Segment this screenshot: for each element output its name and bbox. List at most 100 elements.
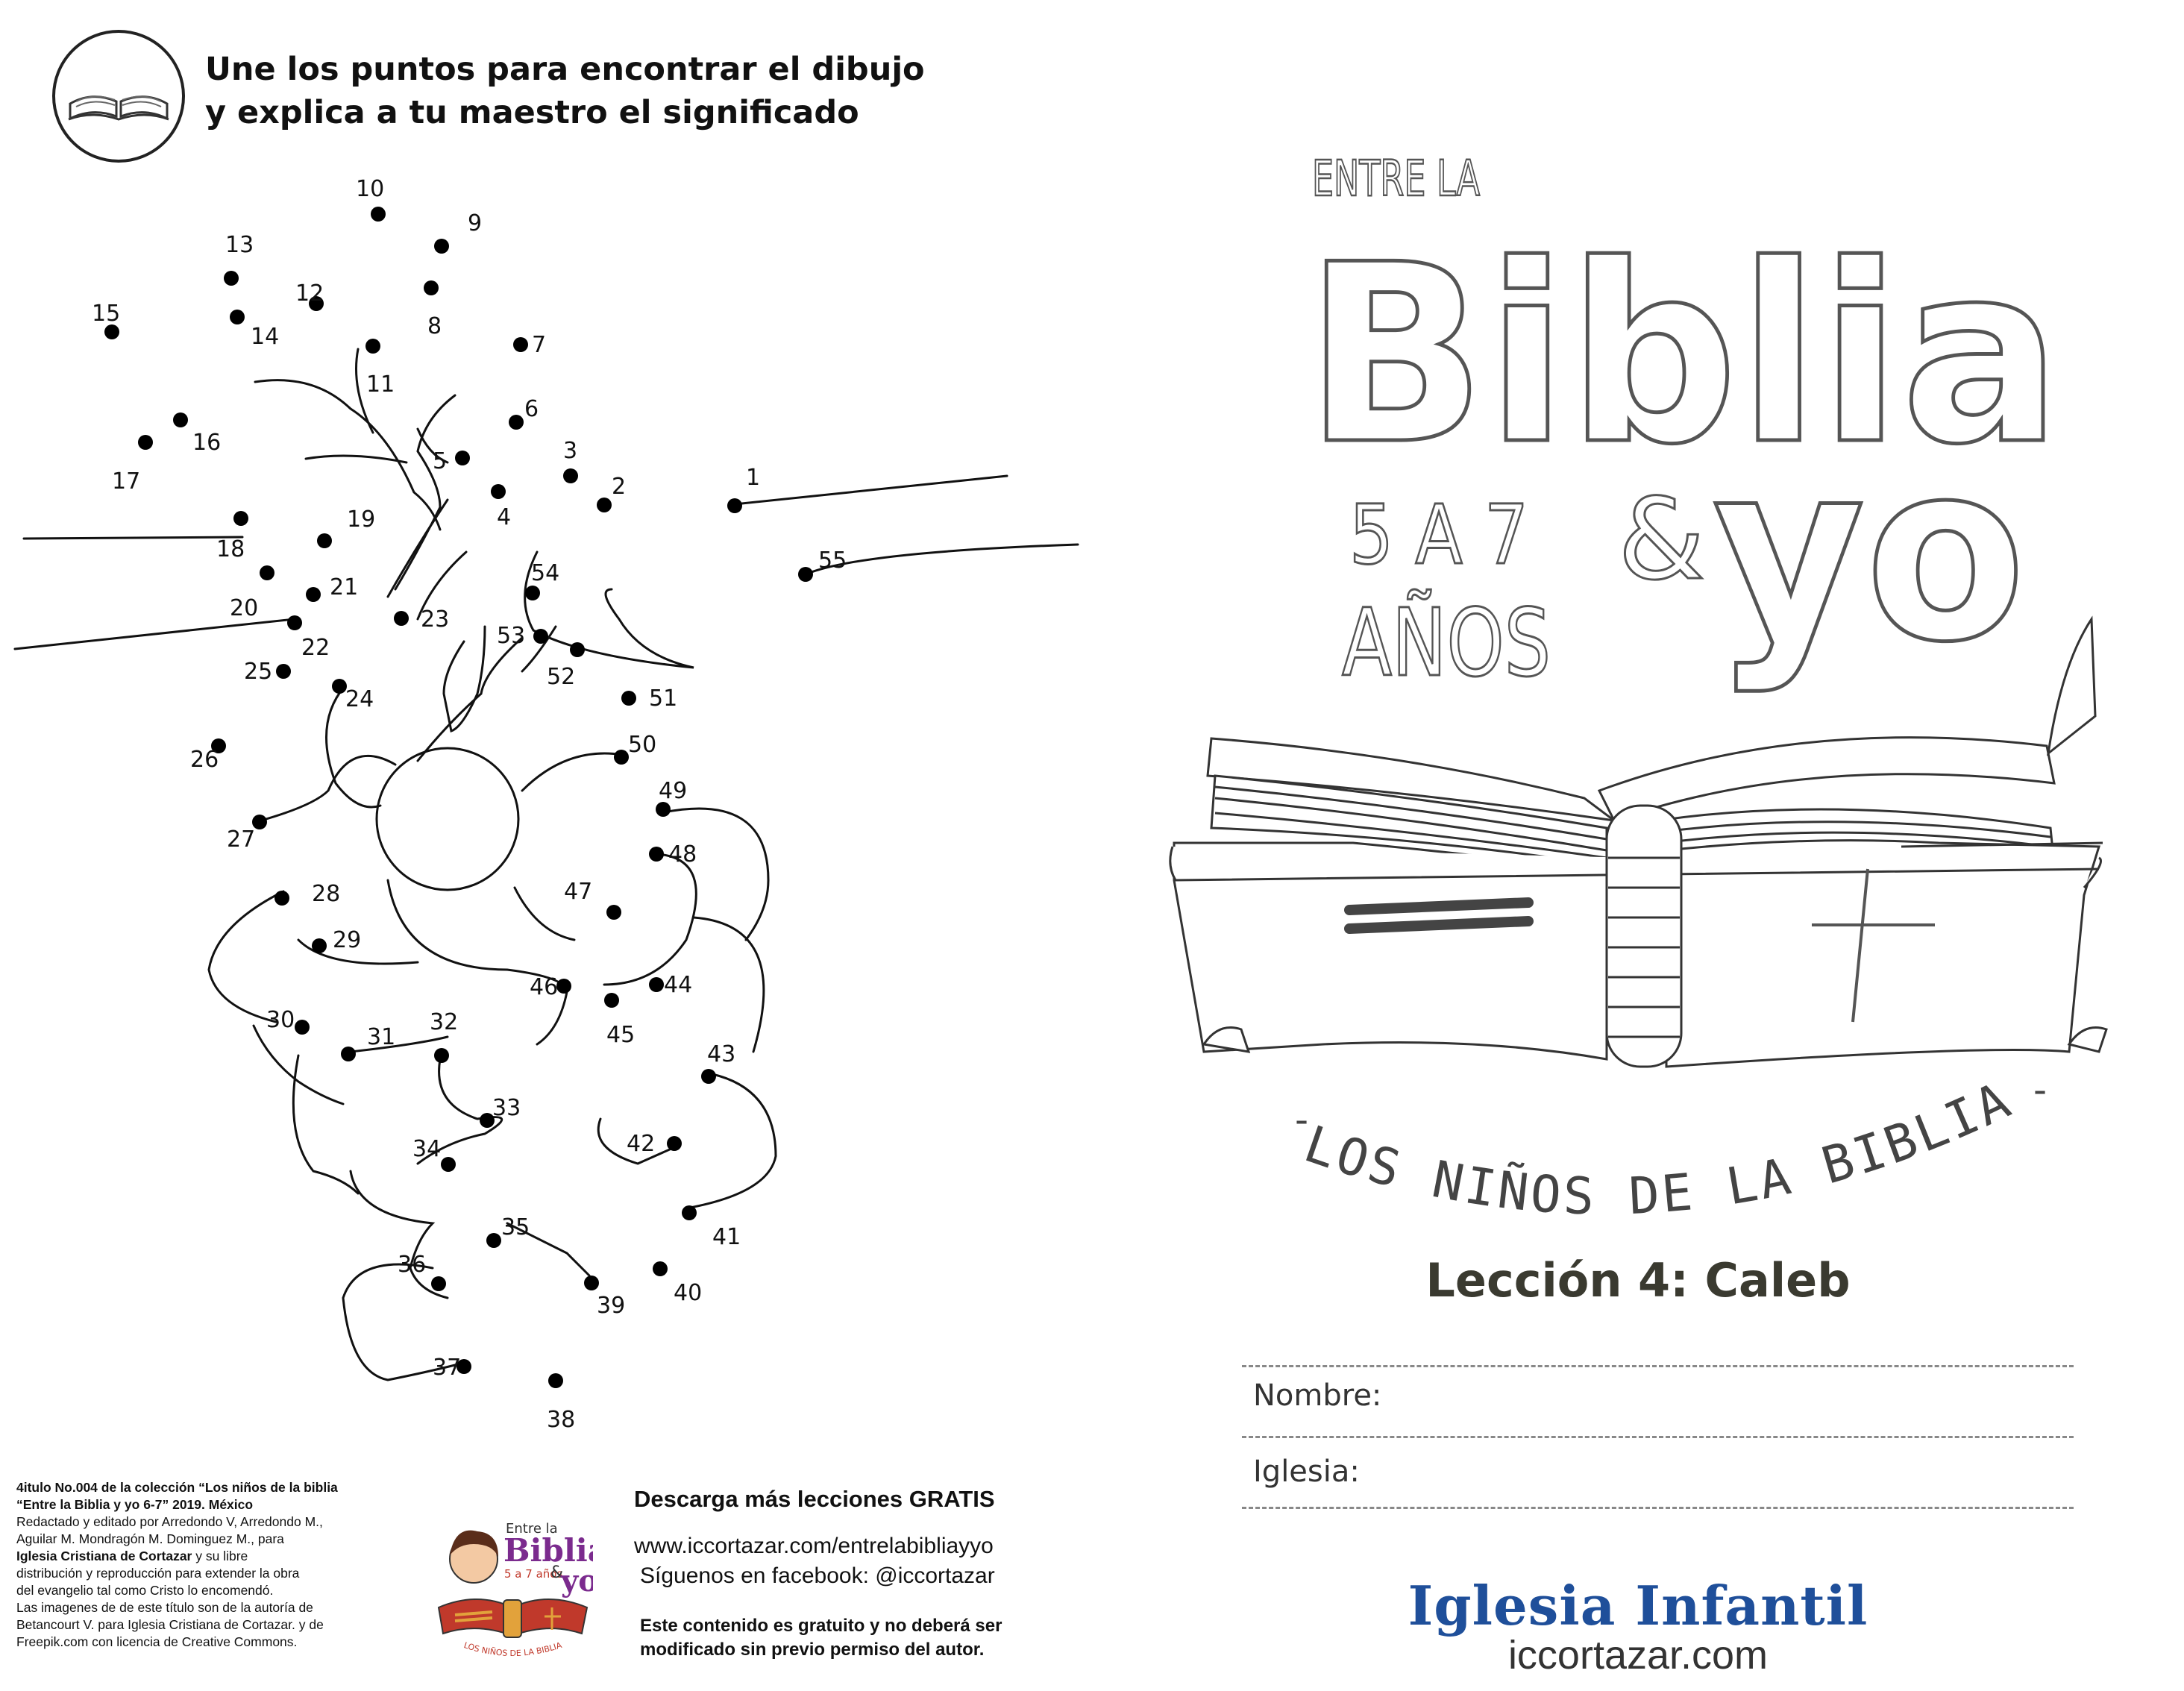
- form-divider-top: [1242, 1365, 2074, 1367]
- dot-marker: [173, 412, 188, 427]
- dot-marker: [667, 1136, 682, 1151]
- dot-marker: [509, 415, 524, 430]
- form-divider-middle: [1242, 1436, 2074, 1438]
- dot-marker: [486, 1233, 501, 1248]
- mini-logo-word1: Biblia: [503, 1532, 593, 1569]
- dot-17: 17: [112, 435, 153, 495]
- dot-marker: [597, 498, 612, 512]
- mini-logo-ribbon: LOS NIÑOS DE LA BIBLIA: [462, 1640, 563, 1658]
- logo-word-yo: yo: [1713, 410, 2026, 696]
- download-url[interactable]: www.iccortazar.com/entrelabibliayyo: [634, 1534, 994, 1558]
- download-heading: Descarga más lecciones GRATIS: [634, 1486, 995, 1512]
- credits-line-4: Aguilar M. Mondragón M. Dominguez M., pa…: [16, 1531, 284, 1546]
- dot-12: 12: [295, 280, 324, 311]
- dot-marker: [556, 979, 571, 994]
- dot-marker: [570, 642, 585, 657]
- dot-marker: [456, 1359, 471, 1374]
- dot-marker: [233, 511, 248, 526]
- brand-site[interactable]: iccortazar.com: [1507, 1633, 1769, 1678]
- dot-marker: [332, 679, 347, 694]
- credits-line-8: Las imagenes de de este título son de la…: [16, 1600, 313, 1615]
- dot-marker: [798, 567, 813, 582]
- dot-41: 41: [682, 1205, 741, 1250]
- mini-logo-word2: yo: [560, 1563, 593, 1599]
- dot-number: 36: [398, 1252, 426, 1278]
- dot-49: 49: [656, 778, 687, 817]
- dot-50: 50: [614, 732, 656, 765]
- dot-marker: [365, 339, 380, 354]
- dot-number: 10: [356, 176, 384, 202]
- dot-44: 44: [649, 972, 692, 998]
- dot-9: 9: [434, 210, 482, 254]
- dot-number: 51: [649, 686, 677, 712]
- dot-54: 54: [525, 560, 559, 600]
- dot-number: 27: [227, 826, 255, 853]
- dot-16: 16: [173, 412, 221, 456]
- dot-28: 28: [274, 881, 340, 907]
- dot-30: 30: [266, 1007, 310, 1035]
- dot-number: 5: [433, 448, 447, 474]
- church-label: Iglesia:: [1253, 1455, 1360, 1489]
- dot-number: 19: [347, 506, 375, 533]
- dot-number: 12: [295, 280, 324, 307]
- dot-40: 40: [653, 1261, 702, 1306]
- dot-number: 17: [112, 468, 140, 495]
- mini-logo-top: Entre la: [506, 1521, 558, 1537]
- dot-number: 37: [433, 1355, 461, 1381]
- logo-word-biblia: Biblia: [1305, 212, 2062, 498]
- dot-number: 30: [266, 1007, 295, 1033]
- dots-layer: 1234567891011121314151617181920212223242…: [92, 176, 847, 1433]
- dot-8: 8: [424, 280, 442, 339]
- dot-marker: [287, 615, 302, 630]
- dot-25: 25: [244, 659, 291, 685]
- dot-marker: [491, 484, 506, 499]
- dot-marker: [653, 1261, 668, 1276]
- dot-number: 13: [225, 232, 254, 258]
- dot-number: 16: [192, 430, 221, 456]
- dot-number: 39: [597, 1293, 625, 1319]
- dot-number: 9: [468, 210, 482, 236]
- dot-marker: [649, 977, 664, 992]
- dot-marker: [480, 1113, 495, 1128]
- dot-marker: [224, 271, 239, 286]
- dot-32: 32: [430, 1009, 458, 1063]
- dot-number: 42: [627, 1131, 655, 1157]
- dot-7: 7: [513, 332, 546, 358]
- dot-marker: [606, 905, 621, 920]
- dot-number: 14: [251, 324, 279, 350]
- brand-name: Iglesia Infantil: [1408, 1574, 1868, 1637]
- dot-3: 3: [563, 438, 578, 483]
- dot-45: 45: [604, 993, 635, 1048]
- dot-36: 36: [398, 1252, 446, 1291]
- dot-number: 6: [524, 396, 539, 422]
- dot-marker: [441, 1157, 456, 1172]
- arc-dash-right: -: [2033, 1068, 2047, 1111]
- dot-marker: [431, 1276, 446, 1291]
- dot-marker: [434, 239, 449, 254]
- open-book-icon: [52, 30, 185, 163]
- mini-logo: Entre la Biblia 5 a 7 años & yo LOS NIÑO…: [437, 1521, 593, 1658]
- dot-34: 34: [412, 1136, 456, 1172]
- dot-14: 14: [230, 310, 279, 350]
- credits-line-10: Freepik.com con licencia de Creative Com…: [16, 1634, 298, 1649]
- instruction-line-1: Une los puntos para encontrar el dibujo: [205, 51, 925, 88]
- dot-number: 53: [497, 623, 525, 649]
- notice-line-1: Este contenido es gratuito y no deberá s…: [640, 1616, 1002, 1636]
- dot-marker: [317, 533, 332, 548]
- credits-line-9: Betancourt V. para Iglesia Cristiana de …: [16, 1617, 324, 1632]
- dot-number: 34: [412, 1136, 441, 1162]
- dot-47: 47: [564, 879, 621, 920]
- dot-marker: [295, 1020, 310, 1035]
- dot-marker: [604, 993, 619, 1008]
- dot-33: 33: [480, 1095, 521, 1128]
- dot-10: 10: [356, 176, 386, 222]
- credits-line-7: del evangelio tal como Cristo lo encomen…: [16, 1583, 274, 1598]
- dot-number: 38: [547, 1407, 575, 1433]
- dot-6: 6: [509, 396, 539, 430]
- dot-37: 37: [433, 1355, 471, 1381]
- dot-19: 19: [317, 506, 375, 548]
- logo-arc-text: LOS NIÑOS DE LA BIBLIA: [1297, 1070, 2018, 1226]
- dot-48: 48: [649, 841, 697, 868]
- activity-page: Une los puntos para encontrar el dibujo …: [13, 30, 1079, 1660]
- dot-2: 2: [597, 474, 626, 512]
